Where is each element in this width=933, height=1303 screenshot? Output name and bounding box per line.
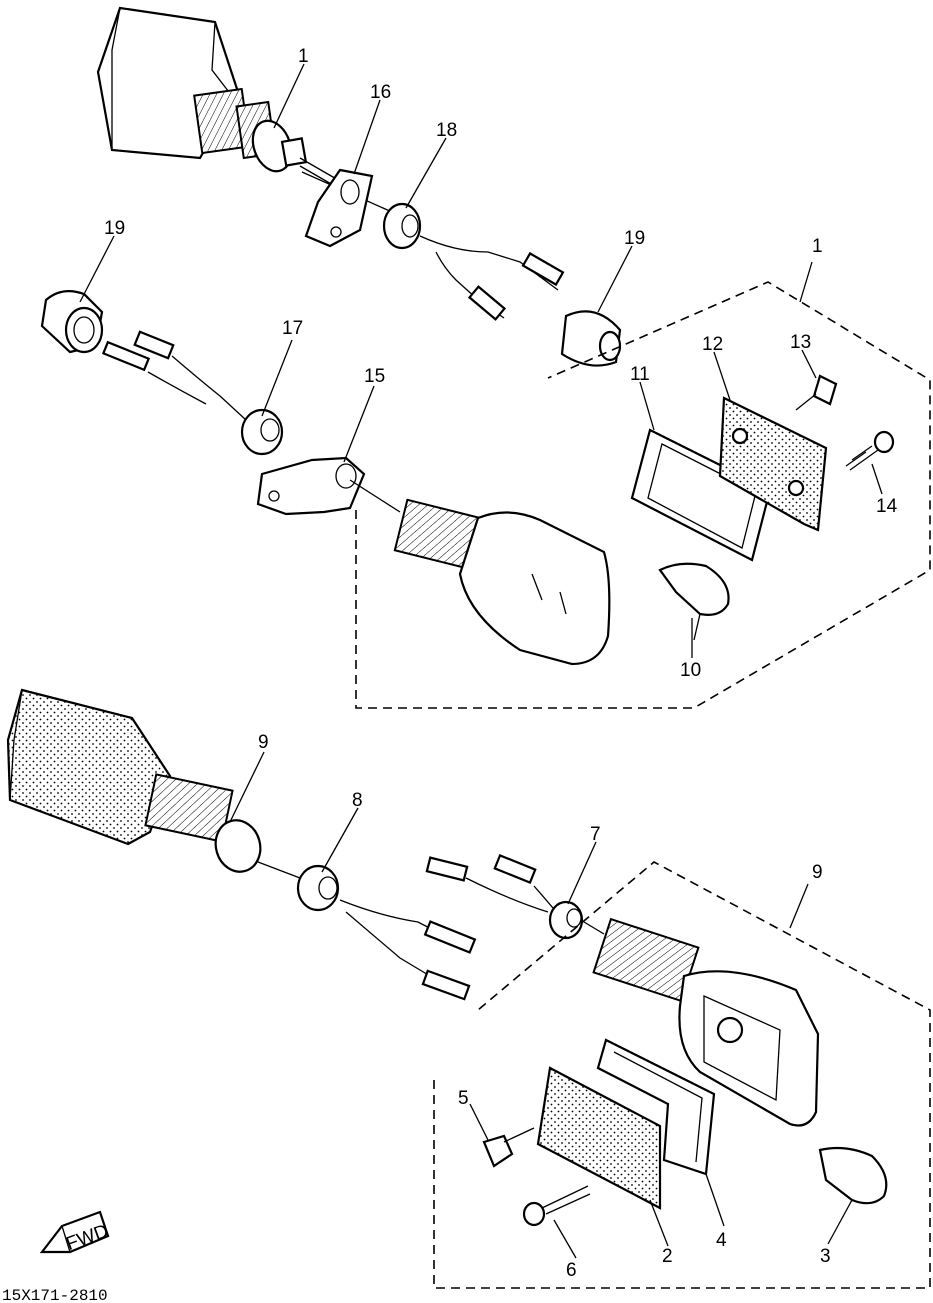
bracket-15 bbox=[256, 456, 401, 516]
grommet-19-right bbox=[560, 310, 622, 367]
flasher-assembly-9 bbox=[592, 917, 820, 1127]
flasher-front-left bbox=[96, 6, 411, 221]
fwd-arrow: FWD bbox=[39, 1210, 111, 1255]
wire-connectors-left bbox=[101, 330, 247, 421]
callout-labels: 1 16 18 19 19 1 17 15 12 13 11 14 10 9 8… bbox=[104, 46, 898, 1281]
callout-3: 3 bbox=[820, 1246, 831, 1267]
bulb-10 bbox=[658, 562, 730, 641]
grommet-19-left bbox=[40, 289, 104, 354]
grommet-18 bbox=[382, 202, 422, 250]
callout-7: 7 bbox=[590, 824, 601, 845]
callout-1-top: 1 bbox=[298, 46, 309, 67]
screw-5 bbox=[482, 1127, 535, 1168]
callout-13: 13 bbox=[790, 332, 811, 353]
callout-4: 4 bbox=[716, 1230, 727, 1251]
lens-gasket-4 bbox=[596, 1038, 716, 1176]
wire-connectors-lower bbox=[339, 899, 477, 1001]
flasher-assembly-1 bbox=[393, 498, 611, 666]
callout-10: 10 bbox=[680, 660, 701, 681]
callout-19-right: 19 bbox=[624, 228, 645, 249]
screw-13 bbox=[795, 374, 838, 411]
assembly-9-boundary bbox=[433, 861, 931, 1289]
callout-1-assembly: 1 bbox=[812, 236, 823, 257]
callout-18: 18 bbox=[436, 120, 457, 141]
callout-2: 2 bbox=[662, 1246, 673, 1267]
bracket-16 bbox=[304, 168, 374, 248]
bulb-3 bbox=[818, 1146, 888, 1205]
callout-14: 14 bbox=[876, 496, 898, 517]
lens-2 bbox=[536, 1066, 662, 1210]
callout-17: 17 bbox=[282, 318, 303, 339]
screw-6 bbox=[522, 1185, 591, 1227]
callout-11: 11 bbox=[630, 364, 650, 385]
leader-9b bbox=[789, 883, 809, 929]
callout-5: 5 bbox=[458, 1088, 469, 1109]
grommet-8 bbox=[296, 864, 340, 912]
lens-12 bbox=[718, 396, 828, 532]
callout-8: 8 bbox=[352, 790, 363, 811]
callout-15: 15 bbox=[364, 366, 385, 387]
grommet-7 bbox=[548, 900, 605, 940]
leader-lines bbox=[79, 63, 883, 1259]
wire-connectors-right bbox=[425, 853, 559, 915]
flasher-rear-left bbox=[6, 688, 301, 879]
callout-12: 12 bbox=[702, 334, 723, 355]
wire-connectors-top bbox=[419, 235, 565, 321]
callout-19-left: 19 bbox=[104, 218, 125, 239]
leader-1b bbox=[799, 261, 813, 303]
callout-6: 6 bbox=[566, 1260, 577, 1281]
callout-16: 16 bbox=[370, 82, 391, 103]
grommet-17 bbox=[240, 408, 284, 456]
assembly-1-boundary bbox=[355, 281, 931, 709]
callout-9-left: 9 bbox=[258, 732, 269, 753]
callout-9-assembly: 9 bbox=[812, 862, 823, 883]
screw-14 bbox=[845, 430, 895, 471]
drawing-code: 15X171-2810 bbox=[2, 1287, 108, 1303]
